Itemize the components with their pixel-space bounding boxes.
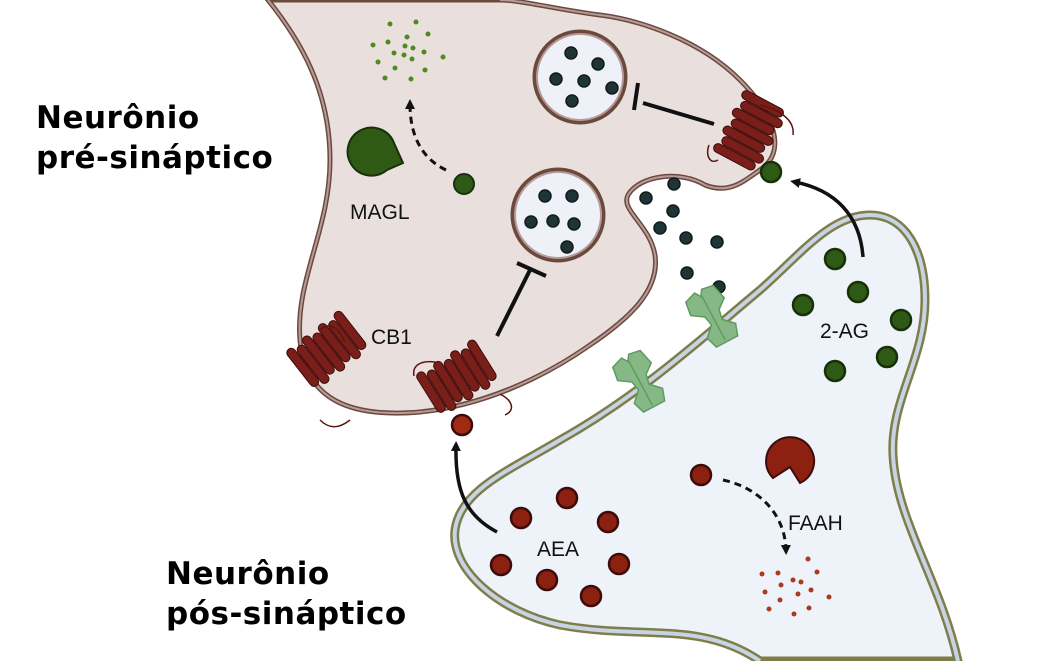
postsynaptic-title-line1: Neurônio xyxy=(166,556,330,592)
presynaptic-neuron-title: Neurônio pré-sináptico xyxy=(36,98,273,178)
aea-degradation-fragments xyxy=(759,556,832,617)
inhibition-symbol-top xyxy=(632,82,715,126)
two-ag-molecule-presynaptic xyxy=(453,173,475,195)
two-ag-label: 2-AG xyxy=(820,320,869,343)
magl-label: MAGL xyxy=(350,201,410,224)
postsynaptic-title-line2: pós-sináptico xyxy=(166,596,407,632)
faah-label: FAAH xyxy=(788,512,843,535)
synaptic-vesicle-middle xyxy=(510,167,606,263)
presynaptic-title-line2: pré-sináptico xyxy=(36,140,274,176)
two-ag-degradation-fragments xyxy=(370,19,446,82)
faah-enzyme-icon xyxy=(765,436,816,485)
two-ag-release-arrow xyxy=(790,178,865,258)
faah-degradation-arrow xyxy=(722,478,791,555)
cb1-label: CB1 xyxy=(371,326,412,349)
magl-degradation-arrow xyxy=(405,99,447,172)
aea-molecules xyxy=(489,486,631,608)
aea-molecule-faah xyxy=(689,463,713,487)
aea-label: AEA xyxy=(537,538,579,561)
synaptic-vesicle-top xyxy=(532,29,628,125)
aea-bound-cb1 xyxy=(450,413,474,437)
postsynaptic-neuron-title: Neurônio pós-sináptico xyxy=(166,554,407,634)
two-ag-bound-cb1 xyxy=(759,160,783,184)
two-ag-molecules xyxy=(791,247,913,383)
magl-enzyme-icon xyxy=(346,126,405,177)
presynaptic-title-line1: Neurônio xyxy=(36,100,200,136)
aea-release-arrow xyxy=(450,441,498,534)
postsynaptic-neuron xyxy=(450,210,963,661)
inhibition-symbol-middle xyxy=(495,261,547,337)
